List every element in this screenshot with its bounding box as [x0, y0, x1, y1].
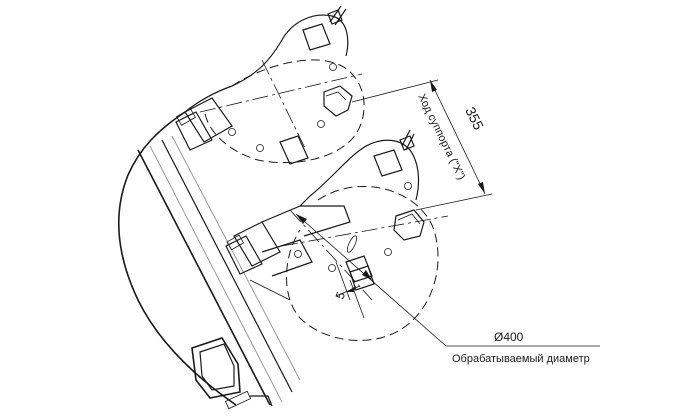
diameter-leader	[295, 213, 600, 347]
travel-caption-label: Ход суппорта ("Х")	[415, 92, 467, 182]
diameter-caption-label: Обрабатываемый диаметр	[452, 353, 590, 365]
turret-lower-position	[225, 129, 449, 341]
travel-value-label: 355	[462, 104, 487, 132]
gap-value-label: 5	[333, 290, 349, 301]
travel-dimension	[351, 79, 493, 211]
turret-upper-position	[175, 5, 365, 165]
machine-bed	[118, 85, 301, 410]
gap-dimension	[335, 261, 365, 319]
diameter-value-label: Ø400	[494, 330, 524, 344]
